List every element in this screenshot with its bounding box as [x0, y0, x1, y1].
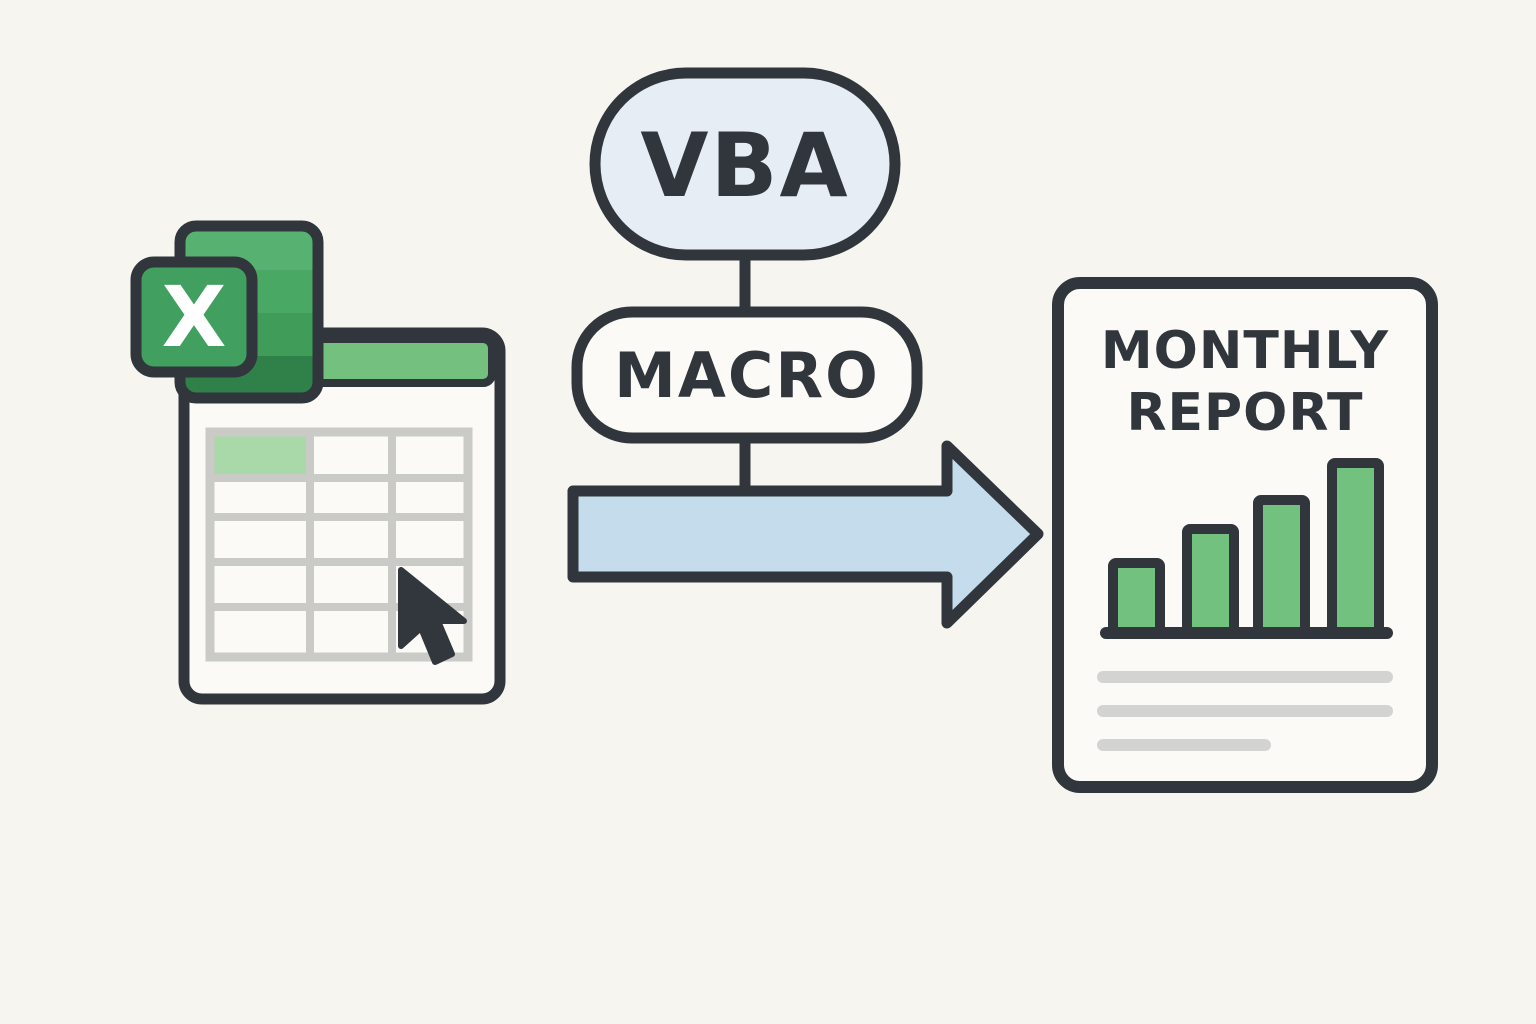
report-title-line1: MONTHLY [1101, 321, 1389, 381]
flowchart: VBA MACRO [567, 67, 1044, 629]
excel-spreadsheet-window [178, 327, 506, 705]
vba-label: VBA [640, 114, 849, 217]
report-bar-chart [1108, 458, 1384, 638]
report-title-line2: REPORT [1126, 383, 1363, 443]
report-text-lines [1097, 671, 1393, 751]
macro-node [571, 306, 923, 444]
selected-cell [214, 436, 310, 478]
report-document: MONTHLY REPORT [1052, 277, 1438, 793]
macro-label: MACRO [614, 339, 880, 412]
report-text-line [1097, 739, 1271, 751]
report-chart-bar [1253, 495, 1310, 638]
report-text-line [1097, 705, 1393, 717]
vba-node [589, 67, 901, 261]
cursor-pointer-icon [398, 567, 467, 665]
chart-baseline [1100, 627, 1393, 639]
report-chart-bar [1182, 524, 1239, 638]
x-badge-box [130, 256, 258, 378]
report-chart-bar [1327, 458, 1384, 638]
excel-file-icon: X [130, 220, 324, 404]
grid-outer-border [205, 427, 473, 662]
report-text-line [1097, 671, 1393, 683]
x-badge-letter: X [162, 268, 227, 366]
excel-x-badge: X [130, 256, 258, 378]
report-chart-bar [1108, 558, 1165, 638]
flow-arrow-icon [567, 440, 1044, 629]
spreadsheet-grid [205, 427, 473, 662]
grid-lines [210, 432, 468, 657]
report-page [1052, 277, 1438, 793]
